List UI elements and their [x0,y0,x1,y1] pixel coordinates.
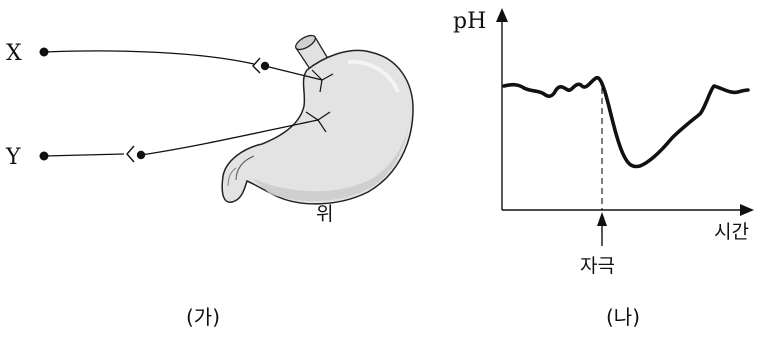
panel-a: X Y 위 (가) [5,33,413,329]
stomach-label: 위 [316,203,333,225]
panel-a-caption: (가) [186,305,220,329]
stimulus-label: 자극 [580,255,615,277]
stimulus-arrowhead [597,212,607,226]
nerve-x-preganglionic-fiber [44,51,254,64]
nerve-y-preganglionic-fiber [44,154,124,156]
x-axis-arrowhead [740,204,754,216]
stomach-illustration [222,33,413,204]
panel-b: pH 시간 자극 (나) [453,8,754,329]
nerve-x-label: X [6,41,22,66]
ph-curve [504,78,748,167]
nerve-y-synapse-terminal [127,146,134,162]
x-axis-label: 시간 [714,221,749,243]
y-axis-label: pH [453,9,486,34]
nerve-x-synapse-terminal [253,58,260,73]
nerve-y-label: Y [5,145,21,170]
panel-b-caption: (나) [606,305,640,329]
y-axis-arrowhead [496,8,508,22]
